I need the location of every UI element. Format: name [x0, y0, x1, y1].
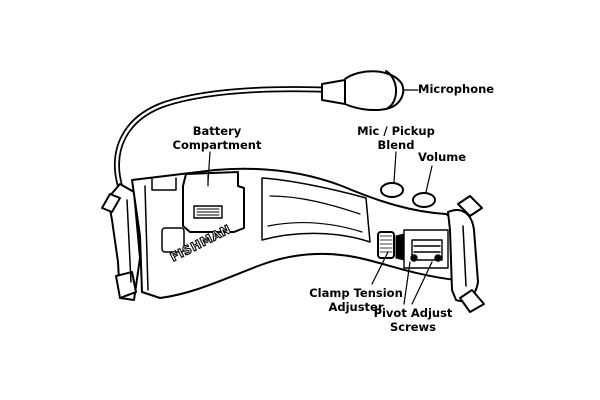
- label-battery-compartment: Battery Compartment: [172, 124, 262, 152]
- volume-knob: [412, 192, 436, 208]
- label-clamp-tension-adjuster: Clamp Tension Adjuster: [309, 286, 403, 314]
- preamp-body: [131, 167, 457, 299]
- battery-compartment: [182, 171, 245, 233]
- blend-knob: [380, 182, 404, 198]
- pivot-mechanism: [403, 229, 449, 269]
- label-pivot-adjust-screws: Pivot Adjust Screws: [373, 306, 453, 334]
- label-mic-pickup-blend: Mic / Pickup Blend: [357, 124, 435, 152]
- microphone-head: [321, 70, 405, 112]
- clamp-tension-wheel: [377, 231, 405, 261]
- right-clamp: [447, 195, 485, 313]
- left-clamp: [101, 183, 141, 301]
- label-volume: Volume: [418, 150, 467, 164]
- label-microphone: Microphone: [418, 82, 495, 96]
